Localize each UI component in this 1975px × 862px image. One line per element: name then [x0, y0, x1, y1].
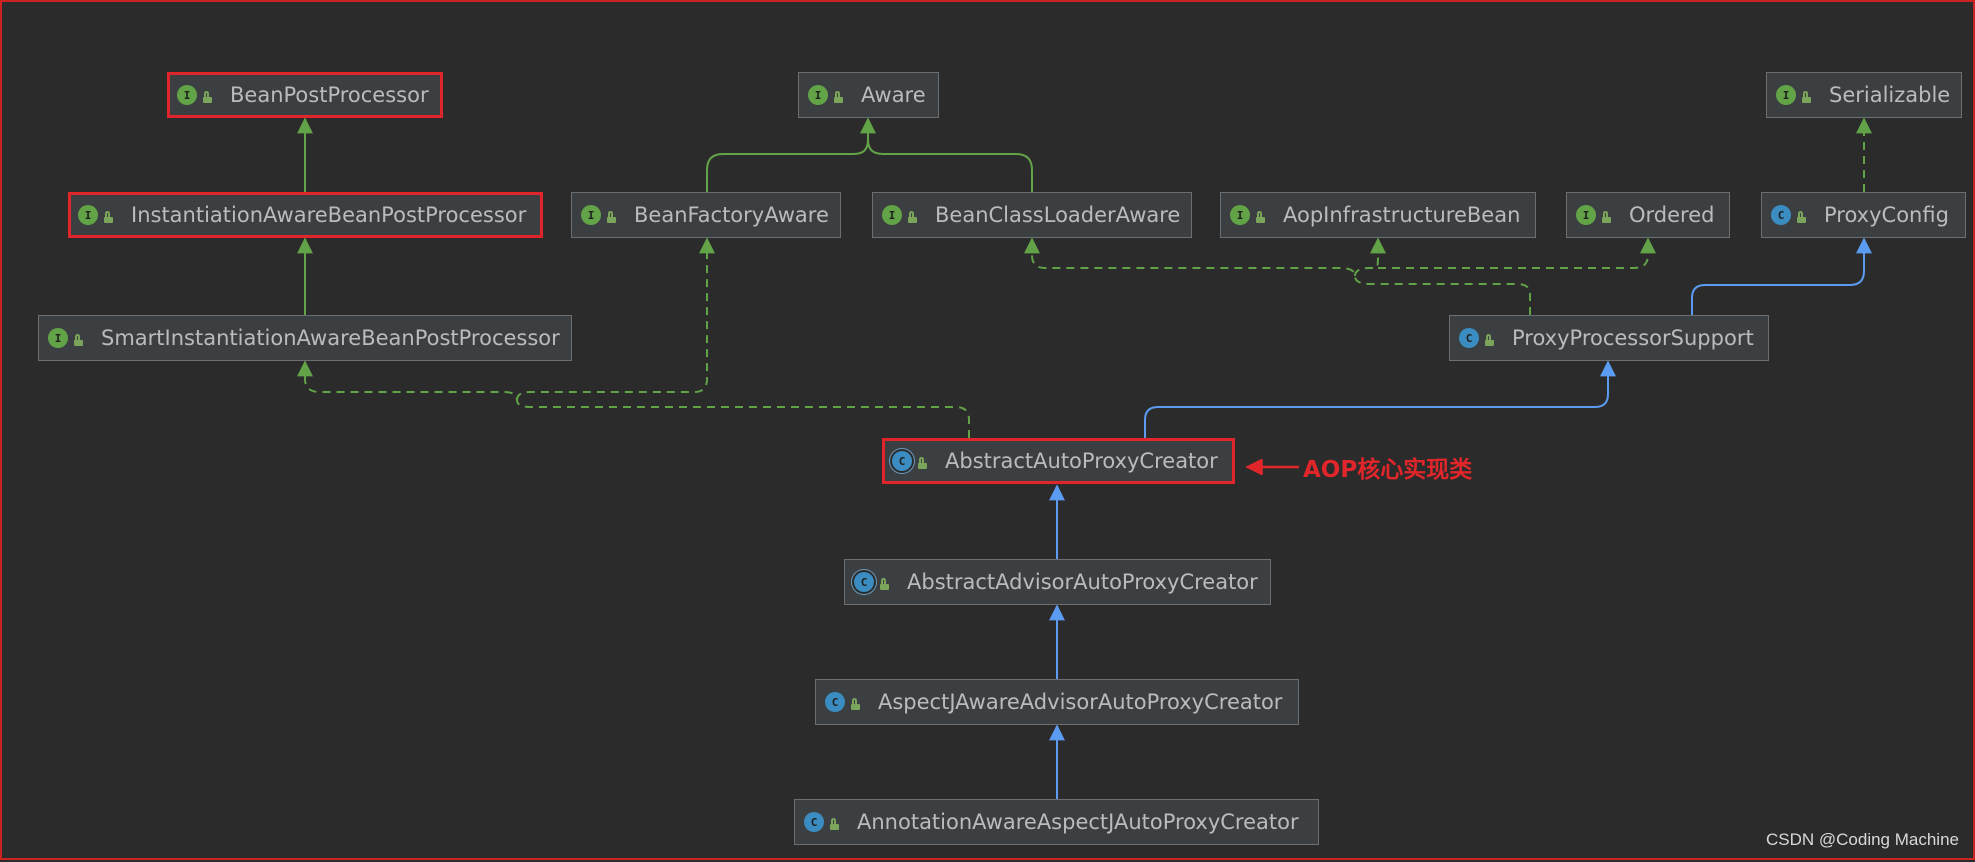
node-label: AbstractAutoProxyCreator — [945, 449, 1218, 473]
lock-icon — [104, 211, 113, 223]
interface-icon: I — [882, 205, 902, 225]
interface-icon: I — [581, 205, 601, 225]
interface-icon: I — [78, 205, 98, 225]
node-label: InstantiationAwareBeanPostProcessor — [131, 203, 527, 227]
lock-icon — [851, 698, 860, 710]
class-icon: C — [804, 812, 824, 832]
node-label: ProxyProcessorSupport — [1512, 326, 1754, 350]
interface-icon: I — [1776, 85, 1796, 105]
edge-pps-to-beanclassloaderaware — [1024, 237, 1531, 315]
watermark: CSDN @Coding Machine — [1765, 830, 1959, 849]
node-abstract-auto-proxy-creator[interactable]: C AbstractAutoProxyCreator — [882, 438, 1235, 484]
edge-pps-to-aopinfrastructurebean — [1354, 237, 1386, 277]
node-ordered[interactable]: I Ordered — [1566, 192, 1730, 238]
annotation-text: AOP核心实现类 — [1303, 457, 1473, 483]
edge-abstractautoproxycreator-to-beanfactoryaware — [516, 237, 715, 401]
abstract-class-icon: C — [854, 572, 874, 592]
node-aware[interactable]: I Aware — [798, 72, 939, 118]
lock-icon — [880, 578, 889, 590]
lock-icon — [918, 457, 927, 469]
edge-pps-to-ordered — [1378, 237, 1656, 269]
lock-icon — [830, 818, 839, 830]
node-bean-factory-aware[interactable]: I BeanFactoryAware — [571, 192, 841, 238]
node-label: Serializable — [1829, 83, 1951, 107]
edge-beanclassloaderaware-to-aware — [867, 139, 1033, 192]
interface-icon: I — [48, 328, 68, 348]
node-label: ProxyConfig — [1824, 203, 1949, 227]
class-icon: C — [825, 692, 845, 712]
node-proxy-config[interactable]: C ProxyConfig — [1761, 192, 1966, 238]
node-label: BeanClassLoaderAware — [935, 203, 1181, 227]
lock-icon — [1797, 211, 1806, 223]
edge-abstractautoproxycreator-to-pps — [1144, 360, 1616, 438]
annotation-arrow-icon — [1245, 459, 1299, 475]
lock-icon — [1602, 211, 1611, 223]
node-serializable[interactable]: I Serializable — [1766, 72, 1962, 118]
node-aspectj-aware-advisor-auto-proxy-creator[interactable]: C AspectJAwareAdvisorAutoProxyCreator — [815, 679, 1299, 725]
node-label: BeanPostProcessor — [230, 83, 429, 107]
interface-icon: I — [177, 85, 197, 105]
node-annotation-aware-aspectj-auto-proxy-creator[interactable]: C AnnotationAwareAspectJAutoProxyCreator — [794, 799, 1319, 845]
annotation: AOP核心实现类 — [1243, 450, 1472, 484]
node-label: Ordered — [1629, 203, 1715, 227]
node-aop-infrastructure-bean[interactable]: I AopInfrastructureBean — [1220, 192, 1536, 238]
lock-icon — [74, 334, 83, 346]
node-abstract-advisor-auto-proxy-creator[interactable]: C AbstractAdvisorAutoProxyCreator — [844, 559, 1271, 605]
node-bean-post-processor[interactable]: I BeanPostProcessor — [167, 72, 443, 118]
node-label: AbstractAdvisorAutoProxyCreator — [907, 570, 1258, 594]
lock-icon — [908, 211, 917, 223]
lock-icon — [607, 211, 616, 223]
node-proxy-processor-support[interactable]: C ProxyProcessorSupport — [1449, 315, 1769, 361]
lock-icon — [834, 91, 843, 103]
node-label: AopInfrastructureBean — [1283, 203, 1521, 227]
node-label: AspectJAwareAdvisorAutoProxyCreator — [878, 690, 1283, 714]
edge-abstractautoproxycreator-to-smart — [297, 360, 970, 438]
lock-icon — [1256, 211, 1265, 223]
lock-icon — [203, 91, 212, 103]
abstract-class-icon: C — [892, 451, 912, 471]
node-bean-class-loader-aware[interactable]: I BeanClassLoaderAware — [872, 192, 1192, 238]
node-smart-instantiation-aware-bean-post-processor[interactable]: I SmartInstantiationAwareBeanPostProcess… — [38, 315, 572, 361]
node-label: SmartInstantiationAwareBeanPostProcessor — [101, 326, 560, 350]
edge-beanfactoryaware-to-aware — [706, 117, 876, 192]
node-label: BeanFactoryAware — [634, 203, 829, 227]
node-label: Aware — [861, 83, 926, 107]
node-instantiation-aware-bean-post-processor[interactable]: I InstantiationAwareBeanPostProcessor — [68, 192, 543, 238]
interface-icon: I — [1576, 205, 1596, 225]
lock-icon — [1485, 334, 1494, 346]
lock-icon — [1802, 91, 1811, 103]
interface-icon: I — [1230, 205, 1250, 225]
class-icon: C — [1771, 205, 1791, 225]
edge-pps-to-proxyconfig — [1691, 237, 1872, 315]
node-label: AnnotationAwareAspectJAutoProxyCreator — [857, 810, 1299, 834]
class-icon: C — [1459, 328, 1479, 348]
interface-icon: I — [808, 85, 828, 105]
